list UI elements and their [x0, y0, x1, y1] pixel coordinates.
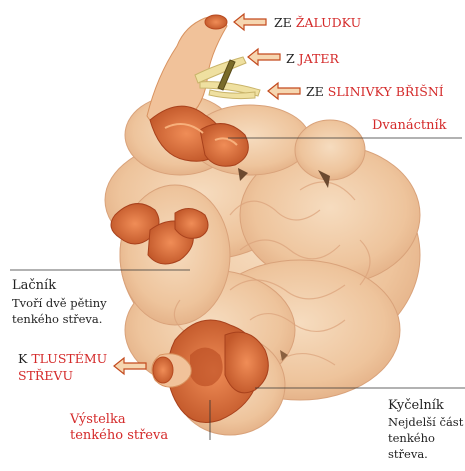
label-ileum-title: Kyčelník: [388, 398, 444, 413]
label-from-pancreas-prefix: ZE: [306, 84, 324, 99]
label-to-colon-name-2: STŘEVU: [18, 368, 73, 383]
label-from-stomach-name: ŽALUDKU: [296, 15, 361, 30]
arrow-from-pancreas: [268, 83, 300, 99]
label-from-pancreas-name: SLINIVKY BŘIŠNÍ: [328, 84, 444, 99]
label-from-liver-prefix: Z: [286, 51, 295, 66]
label-to-colon-prefix: K: [18, 351, 27, 366]
arrow-from-stomach: [234, 14, 266, 30]
label-to-colon-name-1: TLUSTÉMU: [31, 351, 107, 366]
label-ileum-desc-2: tenkého: [388, 431, 435, 446]
label-to-colon-line1: K TLUSTÉMU: [18, 351, 107, 366]
label-from-liver-name: JATER: [299, 51, 339, 66]
label-jejunum-desc-2: tenkého střeva.: [12, 312, 102, 327]
label-from-stomach: ZE ŽALUDKU: [274, 15, 361, 30]
label-lining-2: tenkého střeva: [70, 428, 168, 443]
label-lining-1: Výstelka: [70, 412, 126, 427]
label-jejunum-desc-1: Tvoří dvě pětiny: [12, 296, 107, 311]
small-intestine-body: [105, 95, 420, 435]
colon-tube-opening: [153, 357, 173, 383]
label-from-pancreas: ZE SLINIVKY BŘIŠNÍ: [306, 84, 444, 99]
label-ileum-desc-3: střeva.: [388, 447, 428, 462]
stomach-tube-opening: [205, 15, 227, 29]
label-from-liver: Z JATER: [286, 51, 339, 66]
arrow-from-liver: [248, 49, 280, 65]
label-from-stomach-prefix: ZE: [274, 15, 292, 30]
label-duodenum: Dvanáctník: [372, 118, 447, 133]
label-jejunum-title: Lačník: [12, 278, 56, 293]
label-ileum-desc-1: Nejdelší část: [388, 415, 463, 430]
